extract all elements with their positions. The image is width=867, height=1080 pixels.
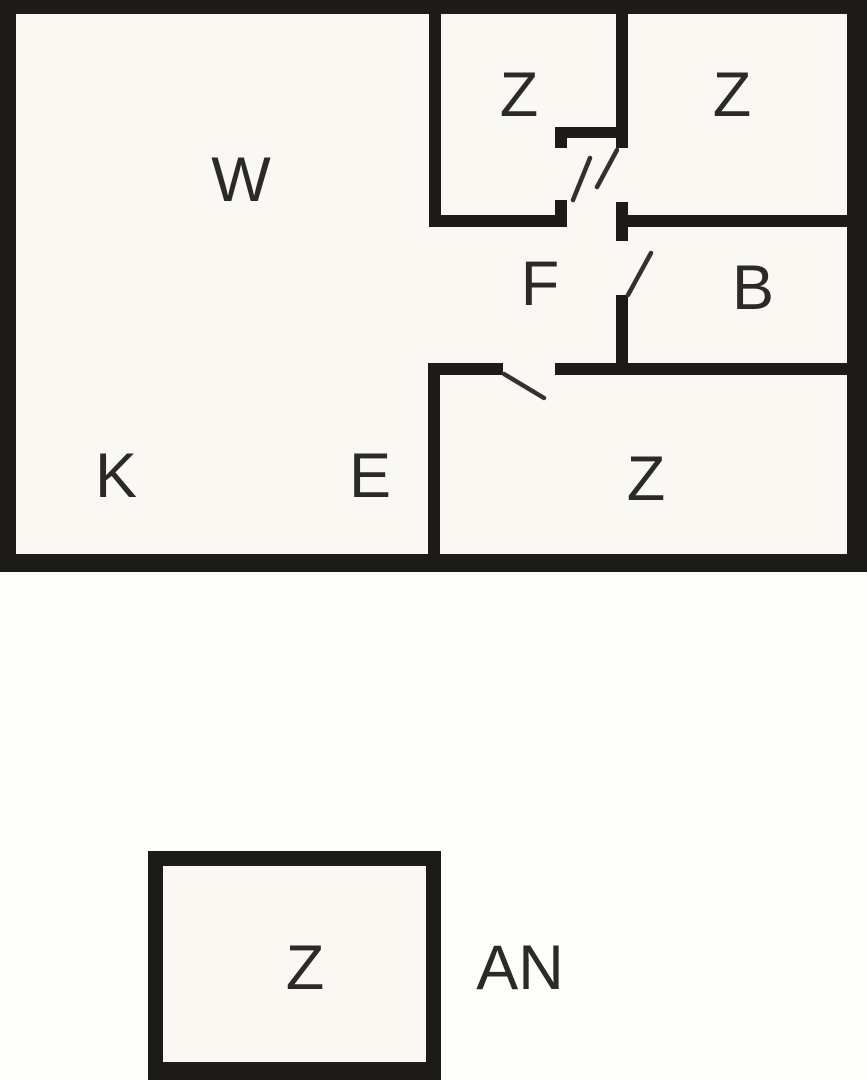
room-label-z3: Z (627, 444, 665, 514)
room-label-k: K (95, 441, 137, 511)
door-leaf-z1 (570, 155, 593, 203)
door-leaf-b (625, 250, 654, 298)
main-building: W Z Z F B K E Z (0, 0, 867, 572)
outer-wall-top (0, 0, 867, 14)
wall-z3-left-vertical (428, 363, 440, 572)
room-label-z1: Z (500, 60, 538, 130)
wall-f-b-vertical-lower (616, 295, 628, 375)
room-label-f: F (521, 249, 559, 319)
wall-z2-b-horizontal (622, 215, 867, 227)
wall-z1-bottom (429, 215, 567, 227)
annex-building: Z AN (148, 851, 564, 1080)
door-leaf-z2 (594, 147, 620, 190)
wall-z1-z2-vertical (616, 14, 628, 148)
wall-w-z1-vertical (429, 14, 441, 227)
wall-z3-top-right (555, 363, 867, 375)
outer-wall-right (847, 0, 867, 572)
room-label-e: E (349, 441, 391, 511)
room-label-z2: Z (713, 60, 751, 130)
door-leaf-z3 (501, 371, 547, 401)
wall-z3-top-left (428, 363, 503, 375)
annex-room-label: Z (286, 933, 324, 1003)
wall-niche-jamb-upper (555, 127, 567, 148)
annex-annotation-label: AN (476, 933, 564, 1003)
room-label-w: W (211, 145, 271, 215)
room-label-b: B (732, 253, 774, 323)
annex-floor (163, 866, 426, 1062)
wall-niche-top (555, 127, 628, 138)
wall-niche-jamb-lower (555, 200, 567, 227)
outer-wall-left (0, 0, 16, 572)
